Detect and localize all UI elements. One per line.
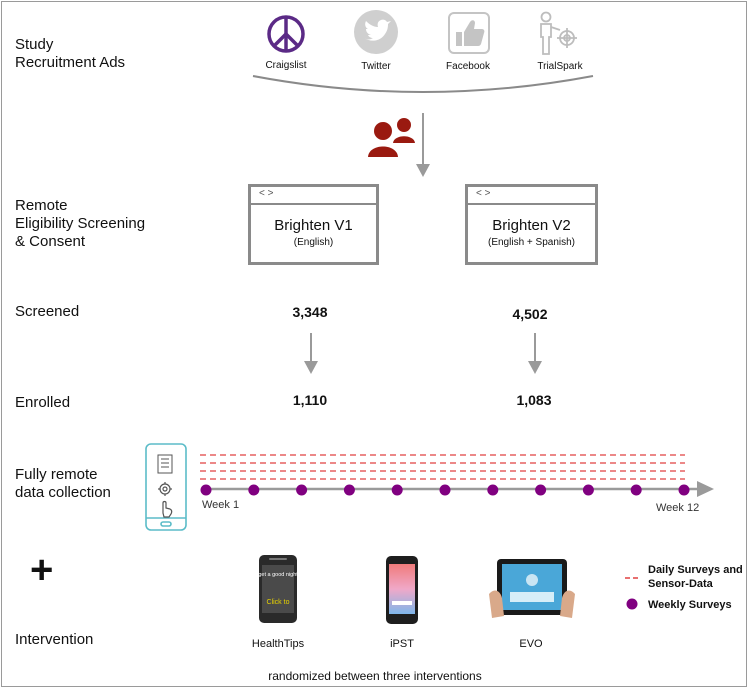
smartphone-icon	[145, 443, 187, 531]
study-subtitle: (English + Spanish)	[488, 237, 575, 248]
stage-intervention-label: Intervention	[15, 631, 94, 648]
stage-enrolled-label: Enrolled	[15, 394, 71, 411]
source-trialspark-label: TrialSpark	[537, 61, 583, 72]
weekly-survey-dot	[343, 484, 355, 496]
v1-screened-count: 3,348	[292, 304, 328, 320]
code-brackets-icon: < >	[259, 188, 274, 199]
hand-pointer-icon	[162, 500, 173, 518]
source-craigslist-label: Craigslist	[265, 60, 307, 71]
evo-tablet-icon	[489, 559, 575, 618]
stage-collection-label: Fully remote data collection	[15, 466, 111, 501]
recruitment-bracket	[252, 75, 594, 93]
plus-sign: +	[30, 548, 54, 592]
list-icon	[157, 454, 173, 474]
source-facebook-label: Facebook	[446, 61, 490, 72]
weekly-survey-dot	[535, 484, 547, 496]
study-box-titlebar	[251, 187, 376, 205]
footer-caption: randomized between three interventions	[268, 669, 482, 683]
legend-weekly-mark	[626, 598, 638, 610]
timeline-start-label: Week 1	[202, 499, 240, 511]
app-ipst-label: iPST	[390, 638, 414, 650]
study-title: Brighten V2	[492, 217, 571, 234]
twitter-bird-icon	[354, 10, 398, 54]
weekly-survey-dot	[296, 484, 308, 496]
study-box-titlebar	[468, 187, 595, 205]
legend-weekly-label: Weekly Surveys	[648, 599, 732, 611]
study-subtitle: (English)	[293, 237, 334, 248]
weekly-survey-dot	[582, 484, 594, 496]
people-icon	[368, 118, 415, 157]
gear-icon	[158, 482, 172, 496]
timeline-end-label: Week 12	[656, 502, 700, 514]
ipst-phone-icon	[386, 556, 418, 624]
study-box-v2: < > Brighten V2 (English + Spanish)	[465, 184, 598, 265]
person-target-icon	[540, 11, 577, 55]
flow-arrows	[304, 113, 542, 374]
v2-enrolled-count: 1,083	[516, 392, 552, 408]
v2-screened-count: 4,502	[512, 306, 548, 322]
study-box-v1: < > Brighten V1 (English)	[248, 184, 379, 265]
healthtips-screen-text: How to get a good night's sleep	[240, 572, 317, 578]
stage-screening-label: Remote Eligibility Screening & Consent	[15, 197, 146, 250]
weekly-survey-dot	[630, 484, 642, 496]
daily-survey-lines	[200, 454, 685, 480]
study-title: Brighten V1	[274, 217, 353, 234]
weekly-survey-dot	[678, 484, 690, 496]
thumbs-up-icon	[448, 12, 490, 54]
healthtips-phone-icon	[259, 555, 297, 623]
weekly-survey-dot	[487, 484, 499, 496]
source-twitter-label: Twitter	[361, 61, 391, 72]
healthtips-screen-button: Click to	[267, 599, 290, 606]
weekly-survey-dot	[439, 484, 451, 496]
weekly-survey-dots	[200, 484, 690, 496]
stage-recruitment-label: Study Recruitment Ads	[15, 36, 126, 71]
timeline-arrowhead	[697, 481, 714, 497]
stage-screened-label: Screened	[15, 303, 80, 320]
weekly-survey-dot	[200, 484, 212, 496]
weekly-survey-dot	[391, 484, 403, 496]
app-healthtips-label: HealthTips	[251, 638, 305, 650]
legend-daily-label: Daily Surveys and Sensor-Data	[648, 564, 743, 590]
app-evo-label: EVO	[519, 638, 543, 650]
code-brackets-icon: < >	[476, 188, 491, 199]
v1-enrolled-count: 1,110	[292, 392, 328, 408]
peace-icon	[267, 15, 305, 53]
weekly-survey-dot	[248, 484, 260, 496]
